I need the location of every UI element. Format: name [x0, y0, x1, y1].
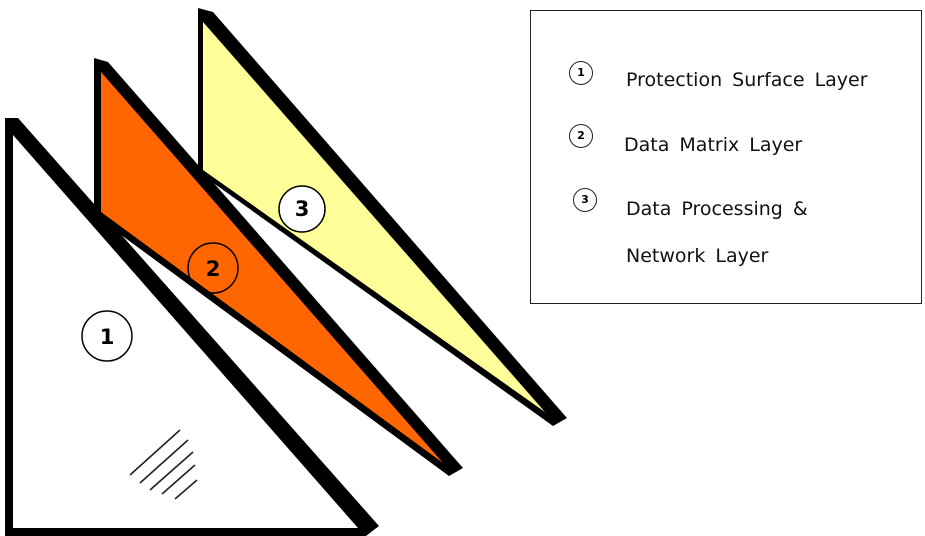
- legend-marker-1: 1: [569, 61, 593, 85]
- legend-marker-3: 3: [573, 188, 597, 212]
- legend-label-3-line-1: Data Processing &: [626, 198, 808, 220]
- layer-1-marker: [81, 310, 133, 362]
- layer-2-panel: 2: [94, 58, 463, 476]
- layer-3-label: 3: [295, 197, 310, 221]
- glass-reflection-icon: [129, 429, 198, 500]
- layer-2-fill: [101, 72, 443, 463]
- layer-1-panel: 1: [5, 118, 379, 536]
- layer-2-label: 2: [206, 257, 221, 281]
- legend: 1 Protection Surface Layer 2 Data Matrix…: [530, 10, 922, 304]
- layer-3-panel: 3: [198, 8, 567, 426]
- layer-3-marker: [278, 185, 326, 233]
- layer-1-label: 1: [100, 325, 115, 349]
- layer-2-outline: [94, 58, 463, 476]
- layer-3-fill: [203, 22, 545, 412]
- layer-3-outline: [198, 8, 567, 426]
- layer-1-fill: [13, 135, 358, 528]
- legend-label-3-line-2: Network Layer: [626, 245, 769, 267]
- legend-label-1: Protection Surface Layer: [626, 69, 868, 91]
- legend-label-2: Data Matrix Layer: [624, 134, 803, 156]
- layer-2-marker: [187, 242, 239, 294]
- legend-marker-2: 2: [569, 124, 593, 148]
